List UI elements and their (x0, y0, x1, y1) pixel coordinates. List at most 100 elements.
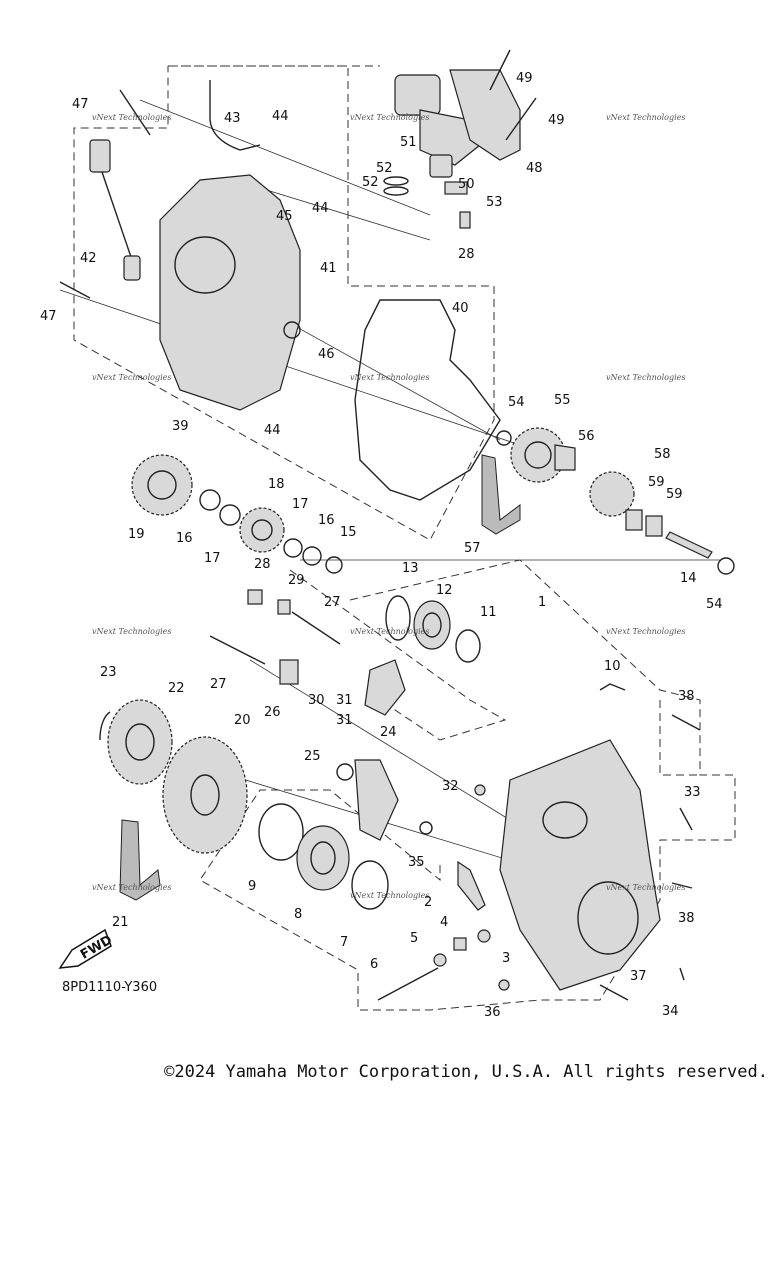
watermark: vNext Technologies (92, 627, 171, 636)
callout: 47 (40, 309, 57, 324)
callout: 26 (264, 705, 281, 720)
callout: 21 (112, 915, 129, 930)
callout: 44 (312, 201, 329, 216)
bearing-group-upper (385, 595, 481, 663)
callout: 33 (684, 785, 701, 800)
callout: 57 (464, 541, 481, 556)
callout: 4 (440, 915, 448, 930)
callout: 52 (362, 175, 379, 190)
callout: 15 (340, 525, 357, 540)
callout: 58 (654, 447, 671, 462)
callout: 49 (548, 113, 565, 128)
callout: 29 (288, 573, 305, 588)
lever-24 (336, 759, 433, 841)
callout: 24 (380, 725, 397, 740)
copyright-notice: ©2024 Yamaha Motor Corporation, U.S.A. A… (164, 1062, 768, 1082)
gear-22 (107, 699, 173, 785)
watermark: vNext Technologies (92, 883, 171, 892)
chain-21 (119, 819, 161, 901)
callout: 35 (408, 855, 425, 870)
callout: 44 (272, 109, 289, 124)
callout: 59 (648, 475, 665, 490)
callout: 40 (452, 301, 469, 316)
callout: 28 (254, 557, 271, 572)
callout: 1 (538, 595, 546, 610)
callout: 49 (516, 71, 533, 86)
callout: 50 (458, 177, 475, 192)
callout: 19 (128, 527, 145, 542)
callout: 48 (526, 161, 543, 176)
callout: 28 (458, 247, 475, 262)
watermark: vNext Technologies (92, 373, 171, 382)
watermark: vNext Technologies (350, 113, 429, 122)
watermark: vNext Technologies (606, 373, 685, 382)
case-mount-boundary (659, 700, 700, 776)
callout: 56 (578, 429, 595, 444)
callout: 27 (324, 595, 341, 610)
callout: 41 (320, 261, 337, 276)
callout: 11 (480, 605, 497, 620)
small-parts (433, 683, 626, 991)
chain-57 (481, 454, 521, 535)
callout: 31 (336, 713, 353, 728)
callout: 47 (72, 97, 89, 112)
callout: 30 (308, 693, 325, 708)
bearing-group-lower (258, 803, 389, 910)
diagram-code: 8PD1110-Y360 (62, 980, 158, 995)
gasket-40 (354, 299, 501, 501)
watermark: vNext Technologies (606, 627, 685, 636)
callout: 38 (678, 689, 695, 704)
case-1 (457, 739, 661, 991)
gear-19 (131, 454, 193, 516)
callout: 3 (502, 951, 510, 966)
callout: 2 (424, 895, 432, 910)
clip-23 (99, 711, 111, 741)
callout: 16 (176, 531, 193, 546)
cover-group-boundary (73, 65, 495, 541)
shafts (209, 589, 341, 685)
callout: 17 (204, 551, 221, 566)
shaft-group-boundary (289, 569, 507, 741)
watermark: vNext Technologies (92, 113, 171, 122)
callout: 55 (554, 393, 571, 408)
callout: 39 (172, 419, 189, 434)
callout: 12 (436, 583, 453, 598)
callout: 6 (370, 957, 378, 972)
callout: 22 (168, 681, 185, 696)
callout: 17 (292, 497, 309, 512)
callout: 38 (678, 911, 695, 926)
watermark: vNext Technologies (350, 891, 429, 900)
gear-58 (589, 471, 735, 575)
callout: 54 (508, 395, 525, 410)
callout: 8 (294, 907, 302, 922)
gear-20 (162, 736, 248, 854)
callout: 46 (318, 347, 335, 362)
cover-39 (159, 174, 301, 411)
callout: 45 (276, 209, 293, 224)
callout: 31 (336, 693, 353, 708)
callout: 20 (234, 713, 251, 728)
watermark: vNext Technologies (350, 373, 429, 382)
callout: 53 (486, 195, 503, 210)
parts-diagram: FWD vNext Technologies vNext Technologie… (40, 49, 736, 1020)
callout: 36 (484, 1005, 501, 1020)
shift-fork-30 (364, 659, 406, 716)
callout: 59 (666, 487, 683, 502)
gear-18 (239, 507, 285, 553)
watermark: vNext Technologies (350, 627, 429, 636)
motor-assembly (383, 69, 521, 229)
watermark: vNext Technologies (606, 113, 685, 122)
callout: 13 (402, 561, 419, 576)
callout: 54 (706, 597, 723, 612)
callout: 27 (210, 677, 227, 692)
callout-labels: 1 2 3 4 5 6 7 8 9 10 11 12 13 14 15 16 1… (40, 71, 723, 1020)
callout: 51 (400, 135, 417, 150)
callout: 5 (410, 931, 418, 946)
callout: 14 (680, 571, 697, 586)
sensor-42 (89, 139, 141, 281)
callout: 34 (662, 1004, 679, 1019)
watermarks: vNext Technologies vNext Technologies vN… (92, 113, 685, 900)
fwd-arrow-icon: FWD (58, 928, 115, 969)
callout: 23 (100, 665, 117, 680)
callout: 18 (268, 477, 285, 492)
